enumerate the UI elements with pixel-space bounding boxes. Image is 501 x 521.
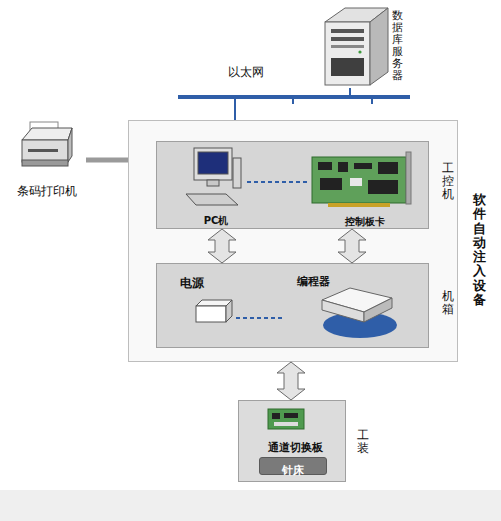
block-arrow xyxy=(338,229,366,263)
node-label: 控制板卡 xyxy=(345,216,385,228)
node-label: 工装 xyxy=(357,429,369,455)
connector-line xyxy=(86,158,128,163)
ipc-panel: 工控机PC机控制板卡 xyxy=(156,141,429,229)
connector-line xyxy=(236,317,285,319)
printer-icon xyxy=(22,122,72,166)
needle-bed-band: 针床 xyxy=(259,457,327,475)
control-board-node: 控制板卡 xyxy=(312,154,417,226)
node-label: 针床 xyxy=(282,464,304,477)
power-node: 电源 xyxy=(172,268,234,332)
node-label: 通道切换板 xyxy=(268,441,323,454)
footer-band xyxy=(0,490,501,521)
programmer-node: 编程器 xyxy=(287,266,399,344)
power-supply-icon xyxy=(196,300,232,322)
server-node: 数据库服务器 xyxy=(312,4,408,88)
pc-icon xyxy=(186,148,241,205)
node-label: 软件自动注入设备 xyxy=(473,193,486,307)
printer-node: 条码打印机 xyxy=(8,122,86,200)
node-label: 工控机 xyxy=(442,162,454,202)
node-label: 数据库服务器 xyxy=(392,10,403,83)
switch-board-icon xyxy=(268,409,304,429)
chassis-panel: 机箱电源编程器 xyxy=(156,263,429,348)
block-arrow xyxy=(277,362,305,400)
network-label: 以太网 xyxy=(228,64,264,81)
switch-board-node: 通道切换板 xyxy=(254,406,336,450)
node-label: 编程器 xyxy=(297,275,330,288)
connector-line xyxy=(235,88,350,120)
pc-node: PC机 xyxy=(187,147,245,224)
ethernet-bus xyxy=(178,95,410,104)
programmer-icon xyxy=(322,288,397,338)
control-board-icon xyxy=(312,152,411,207)
node-label: 电源 xyxy=(180,276,204,290)
server-icon xyxy=(325,8,388,85)
node-label: PC机 xyxy=(204,215,229,227)
block-arrow xyxy=(208,229,236,263)
node-label: 机箱 xyxy=(442,290,454,316)
connector-line xyxy=(247,181,310,183)
node-label: 条码打印机 xyxy=(17,184,77,198)
fixture-box: 工装通道切换板针床 xyxy=(238,400,346,482)
equipment-box: 软件自动注入设备工控机PC机控制板卡机箱电源编程器 xyxy=(128,120,458,362)
